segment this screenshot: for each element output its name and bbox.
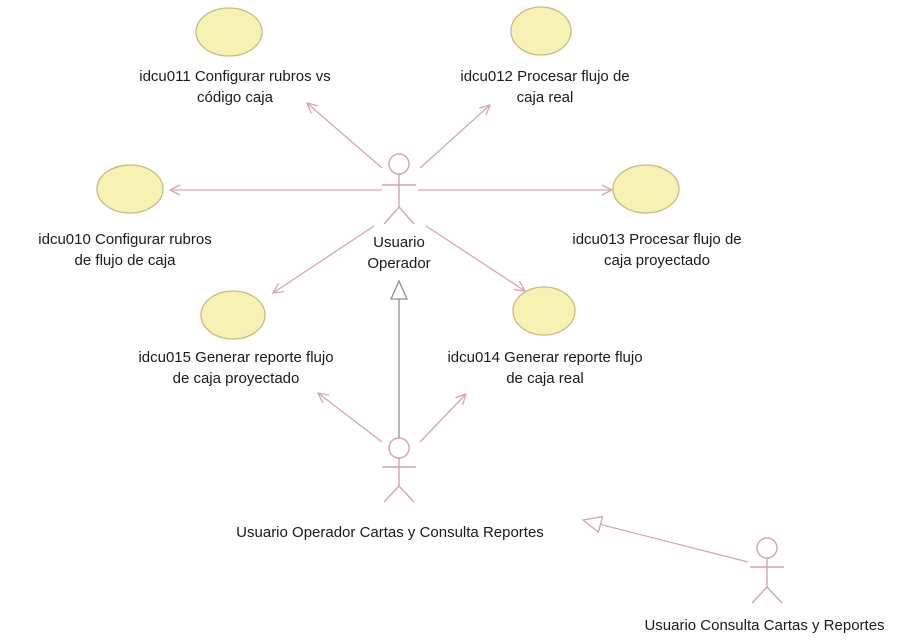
assoc-operador-uc014 (425, 225, 525, 291)
usecase-uc010-ellipse[interactable] (96, 164, 164, 214)
usecase-uc015-ellipse[interactable] (200, 290, 266, 340)
usecase-uc012-label: idcu012 Procesar flujo de caja real (460, 68, 630, 106)
usecase-uc012-ellipse[interactable] (510, 6, 572, 56)
usecase-uc010-label: idcu010 Configurar rubros de flujo de ca… (38, 231, 212, 269)
assoc-cartas-uc015 (318, 393, 383, 443)
usecase-uc013-ellipse[interactable] (612, 164, 680, 214)
cartas-associations (318, 393, 466, 443)
usecase-uc011-label: idcu011 Configurar rubros vs código caja (139, 68, 331, 106)
actor-operador-label: Usuario Operador (367, 234, 431, 272)
operador-associations (170, 103, 612, 293)
actor-cartas-label: Usuario Operador Cartas y Consulta Repor… (236, 524, 544, 541)
usecase-uc014-ellipse[interactable] (512, 286, 576, 336)
actor-cartas-stick-figure[interactable] (382, 437, 416, 503)
actor-consulta-stick-figure[interactable] (750, 537, 784, 604)
usecase-uc011-ellipse[interactable] (195, 7, 263, 57)
assoc-cartas-uc014 (419, 394, 466, 443)
usecase-uc013-label: idcu013 Procesar flujo de caja proyectad… (572, 231, 742, 269)
generalization-consulta-to-cartas (581, 515, 749, 563)
usecase-uc015-label: idcu015 Generar reporte flujo de caja pr… (138, 349, 334, 387)
use-case-ellipses (96, 6, 680, 340)
actor-consulta-label: Usuario Consulta Cartas y Reportes (644, 617, 885, 634)
assoc-operador-uc011 (307, 103, 383, 169)
assoc-operador-uc012 (419, 105, 490, 169)
assoc-operador-uc015 (273, 225, 375, 293)
usecase-uc014-label: idcu014 Generar reporte flujo de caja re… (447, 349, 643, 387)
actor-operador-stick-figure[interactable] (382, 153, 416, 225)
